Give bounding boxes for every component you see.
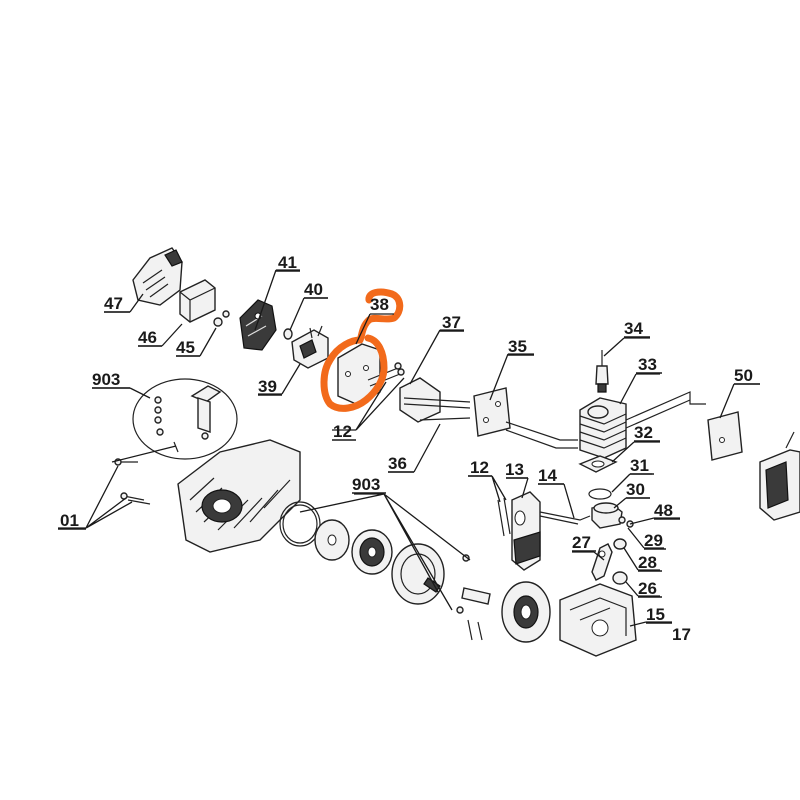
part-starter-spring-cover [314, 519, 350, 561]
label-903-lower: 903 [352, 475, 380, 494]
highlight-part-38 [320, 288, 404, 412]
label-30: 30 [626, 480, 645, 499]
part-27-con-rod [591, 543, 613, 581]
label-32: 32 [634, 423, 653, 442]
part-guide-line [505, 391, 706, 449]
part-32-gasket [578, 455, 618, 473]
label-35: 35 [508, 337, 527, 356]
part-flywheel [501, 581, 551, 643]
label-underlines [58, 270, 760, 624]
label-47: 47 [104, 294, 123, 313]
part-13-ignition-coil [511, 491, 541, 571]
label-45: 45 [176, 338, 195, 357]
label-39: 39 [258, 377, 277, 396]
label-50: 50 [734, 366, 753, 385]
label-38: 38 [370, 295, 389, 314]
part-40-gasket [283, 328, 293, 340]
part-41-filter-base [239, 299, 277, 351]
label-28: 28 [638, 553, 657, 572]
label-17: 17 [672, 625, 691, 644]
label-27: 27 [572, 533, 591, 552]
label-12-upper: 12 [333, 422, 352, 441]
part-28-bearing [613, 538, 627, 550]
part-50-bracket [707, 411, 743, 461]
part-34-spark-plug [595, 350, 609, 393]
part-36-tube [419, 417, 471, 421]
part-37-intake [399, 377, 471, 423]
label-46: 46 [138, 328, 157, 347]
label-33: 33 [638, 355, 657, 374]
part-starter-gasket [279, 501, 321, 547]
part-46-filter [179, 279, 216, 323]
label-40: 40 [304, 280, 323, 299]
label-01: 01 [60, 511, 79, 530]
part-14-wire [539, 511, 591, 525]
part-903-small-bolts [456, 554, 470, 614]
callout-labels: 47 46 45 41 40 39 38 37 12 36 35 34 33 3… [60, 253, 753, 644]
part-45-nut [213, 310, 230, 327]
part-35-bracket [473, 387, 511, 437]
label-37: 37 [442, 313, 461, 332]
label-34: 34 [624, 319, 643, 338]
detail-903-callout [132, 378, 238, 460]
label-13: 13 [505, 460, 524, 479]
part-15-crankcase [559, 583, 637, 657]
part-starter-pulley [351, 529, 393, 575]
part-47-filter-cover [132, 247, 183, 306]
label-41: 41 [278, 253, 297, 272]
part-26-bearing [612, 571, 628, 585]
part-muffler [759, 431, 800, 521]
part-fan-housing [177, 439, 301, 553]
label-48: 48 [654, 501, 673, 520]
label-12-lower: 12 [470, 458, 489, 477]
label-15: 15 [646, 605, 665, 624]
part-39-carburetor [291, 325, 329, 369]
part-31-piston-ring [588, 488, 612, 500]
label-14: 14 [538, 466, 557, 485]
part-33-cylinder [579, 397, 627, 459]
part-12-bolts-lower [497, 497, 511, 537]
part-01-bolts [114, 458, 151, 505]
label-36: 36 [388, 454, 407, 473]
label-31: 31 [630, 456, 649, 475]
part-shaft [461, 587, 491, 641]
label-26: 26 [638, 579, 657, 598]
part-48-pin [618, 516, 634, 528]
label-903-upper: 903 [92, 370, 120, 389]
part-30-piston [591, 502, 623, 529]
label-29: 29 [644, 531, 663, 550]
